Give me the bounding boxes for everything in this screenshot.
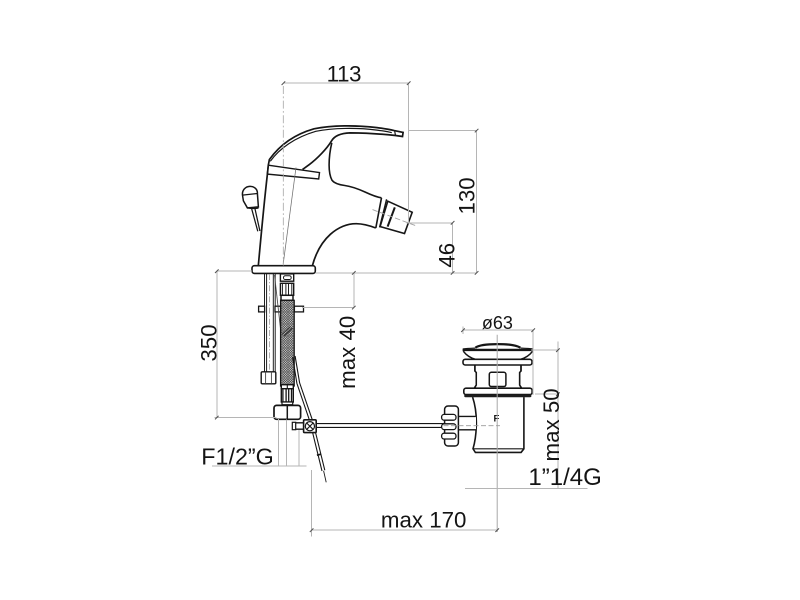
svg-text:113: 113 (327, 61, 361, 86)
svg-text:max 170: max 170 (381, 508, 467, 533)
svg-text:130: 130 (455, 177, 480, 214)
svg-text:max 50: max 50 (539, 388, 564, 461)
svg-text:F1/2”G: F1/2”G (201, 443, 273, 469)
svg-text:F: F (494, 414, 500, 425)
svg-text:ø63: ø63 (482, 313, 513, 333)
svg-text:max 40: max 40 (335, 316, 360, 389)
svg-text:46: 46 (435, 243, 460, 268)
svg-text:1”1/4G: 1”1/4G (528, 464, 601, 491)
svg-text:350: 350 (197, 324, 222, 361)
